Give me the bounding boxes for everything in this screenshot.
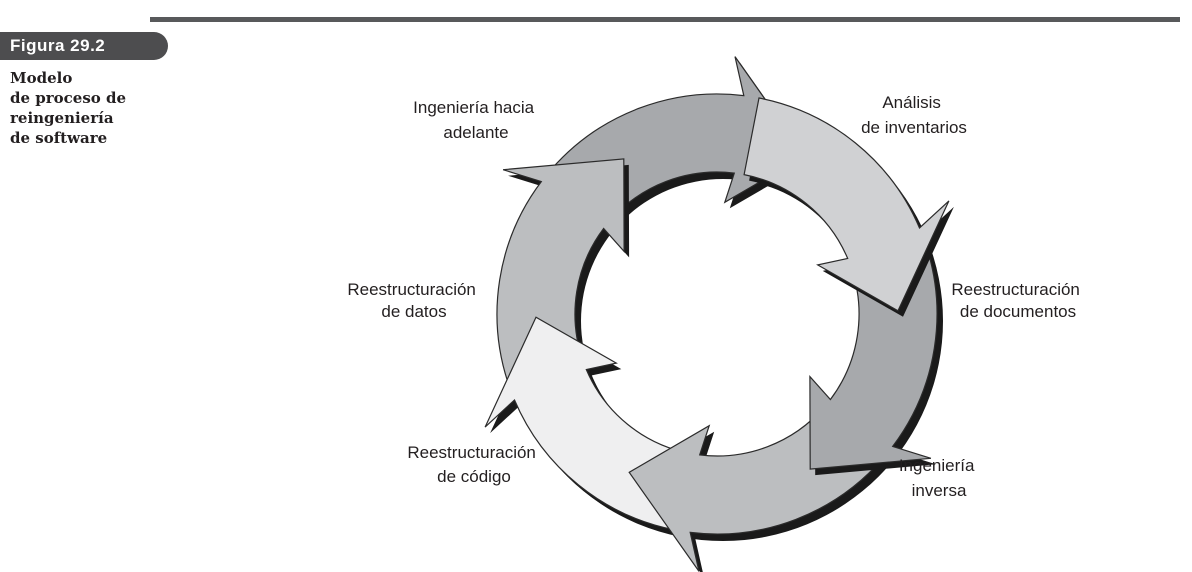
- caption-line-2: de proceso de: [10, 89, 127, 107]
- cycle-arrow-5: [496, 158, 625, 387]
- stage-label-reestructuracion-documentos: Reestructuración de documentos: [951, 280, 1084, 321]
- figure-caption: Modelo de proceso de reingeniería de sof…: [10, 68, 170, 148]
- stage-label-ingenieria-inversa: Ingeniería inversa: [899, 456, 979, 500]
- cycle-arrows: [484, 56, 954, 572]
- stage-labels: Análisis de inventarios Reestructuración…: [347, 93, 1084, 500]
- stage-label-ingenieria-adelante: Ingeniería hacia adelante: [413, 98, 539, 142]
- stage-label-reestructuracion-codigo: Reestructuración de código: [407, 443, 540, 486]
- figure-badge: Figura 29.2: [0, 32, 168, 60]
- caption-line-3: reingeniería: [10, 109, 114, 127]
- cycle-arrow-1: [743, 97, 950, 312]
- figure-label: Figura 29.2: [10, 36, 106, 55]
- top-rule: [150, 17, 1180, 22]
- stage-label-analisis-inventarios: Análisis de inventarios: [861, 93, 967, 137]
- caption-line-4: de software: [10, 129, 108, 147]
- stage-label-reestructuracion-datos: Reestructuración de datos: [347, 280, 480, 321]
- caption-line-1: Modelo: [10, 69, 73, 87]
